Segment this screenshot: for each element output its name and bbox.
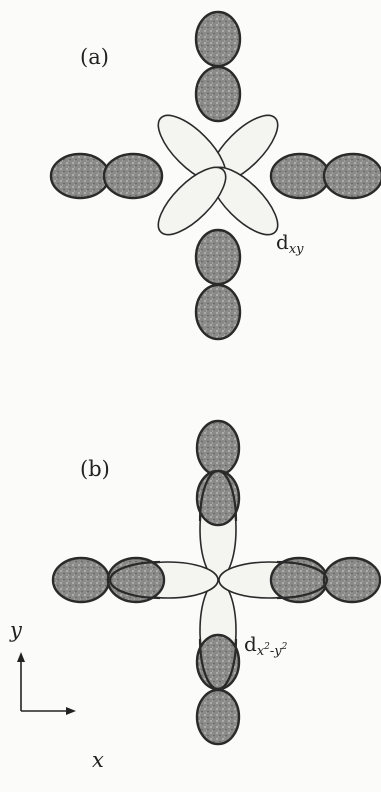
ligand-left-inner-lobe: [102, 152, 164, 200]
ligand-top-outer-lobe: [195, 419, 241, 477]
panel-b: [51, 419, 381, 746]
orbital-label-dxy: dxy: [276, 230, 304, 257]
axis-indicator: [17, 652, 76, 715]
ligand-bottom-inner-lobe: [195, 633, 241, 691]
orbital-label-dxy-subscript: xy: [288, 242, 304, 257]
ligand-bottom-outer-lobe: [195, 688, 241, 746]
panel-a-label: (a): [80, 45, 109, 69]
overlap-outlines: [108, 469, 329, 691]
orbital-label-dx2y2: dx2-y2: [244, 632, 288, 659]
ligand-top-inner-lobe: [195, 469, 241, 527]
ligand-bottom-inner-lobe: [194, 228, 242, 286]
panel-b-label: (b): [80, 457, 110, 481]
orbital-label-dx2y2-sub-x: x2-y2: [256, 642, 288, 659]
ligand-bottom-outer-lobe: [194, 283, 242, 341]
panel-a: [49, 10, 381, 341]
ligand-top-inner-lobe: [194, 65, 242, 123]
orbital-label-dx2y2-y-exponent: 2: [281, 642, 288, 652]
orbital-label-dx2y2-x: x: [256, 644, 265, 659]
ligand-right-inner-lobe: [269, 152, 331, 200]
y-axis-arrowhead: [17, 652, 25, 662]
ligand-p-orbitals-a: [49, 10, 381, 341]
x-axis-arrowhead: [66, 707, 76, 715]
dxy-lobe-lower-left: [157, 166, 227, 236]
ligand-right-outer-lobe: [322, 556, 381, 604]
ligand-top-outer-lobe: [194, 10, 242, 68]
overlap-right: [276, 560, 329, 600]
ligand-right-outer-lobe: [322, 152, 381, 200]
orbital-label-dx2y2-x-exponent: 2: [264, 642, 270, 652]
dxy-orbital: [157, 114, 279, 236]
y-axis-label: y: [10, 618, 22, 642]
orbital-label-dxy-main: d: [276, 230, 289, 254]
orbital-label-dx2y2-main: d: [244, 632, 257, 656]
ligand-left-outer-lobe: [51, 556, 111, 604]
orbital-label-dx2y2-minus-y: -y: [269, 644, 282, 659]
overlap-top: [198, 469, 238, 522]
x-axis-label: x: [92, 748, 104, 772]
overlap-bottom: [198, 638, 238, 691]
overlap-left: [108, 560, 161, 600]
ligand-left-outer-lobe: [49, 152, 111, 200]
